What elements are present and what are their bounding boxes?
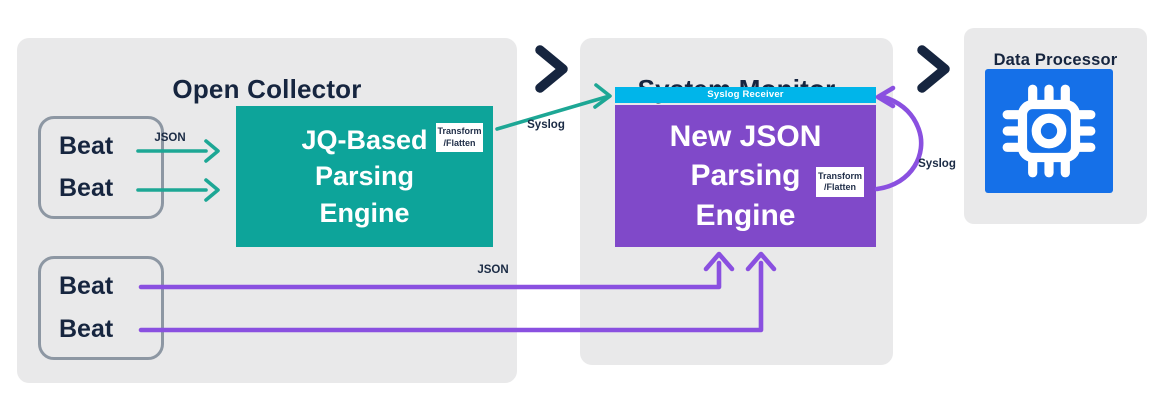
- data-processor-title: Data Processor: [993, 50, 1118, 69]
- data-processor-tile: [985, 69, 1113, 193]
- json-label-top: JSON: [154, 132, 186, 144]
- syslog-label-loop: Syslog: [918, 158, 956, 170]
- json-label-bottom: JSON: [477, 264, 509, 276]
- open-collector-title: Open Collector: [172, 73, 362, 104]
- syslog-label-in: Syslog: [527, 119, 565, 131]
- beat-label: Beat: [59, 315, 114, 343]
- panel-system-monitor: System Monitor Syslog Receiver New JSON …: [580, 38, 893, 365]
- engine-line: Engine: [695, 198, 796, 232]
- jq-parsing-engine-box: JQ-Based Parsing Engine Transform /Flatt…: [236, 106, 493, 247]
- engine-line: JQ-Based: [301, 124, 428, 155]
- panel-data-processor: Data Processor: [964, 28, 1147, 224]
- beat-label: Beat: [59, 131, 114, 160]
- beat-group-bottom: Beat Beat: [38, 256, 164, 360]
- processor-chip-icon: [1002, 84, 1096, 178]
- beat-group-top: Beat Beat: [38, 116, 164, 219]
- engine-line: New JSON: [669, 119, 822, 153]
- panel-open-collector: Open Collector Beat Beat Beat Beat JQ-Ba…: [17, 38, 517, 383]
- transform-flatten-badge: Transform /Flatten: [816, 167, 864, 197]
- beat-label: Beat: [59, 174, 114, 203]
- engine-line: Parsing: [314, 161, 415, 192]
- syslog-receiver-bar: Syslog Receiver: [615, 87, 876, 103]
- engine-line: Parsing: [690, 159, 801, 193]
- chevron-right-icon: [535, 45, 568, 93]
- chevron-right-icon: [917, 45, 950, 93]
- new-json-parsing-engine-box: New JSON Parsing Engine Transform /Flatt…: [615, 105, 876, 247]
- beat-label: Beat: [59, 272, 114, 300]
- transform-flatten-badge: Transform /Flatten: [436, 123, 483, 152]
- engine-line: Engine: [319, 197, 410, 228]
